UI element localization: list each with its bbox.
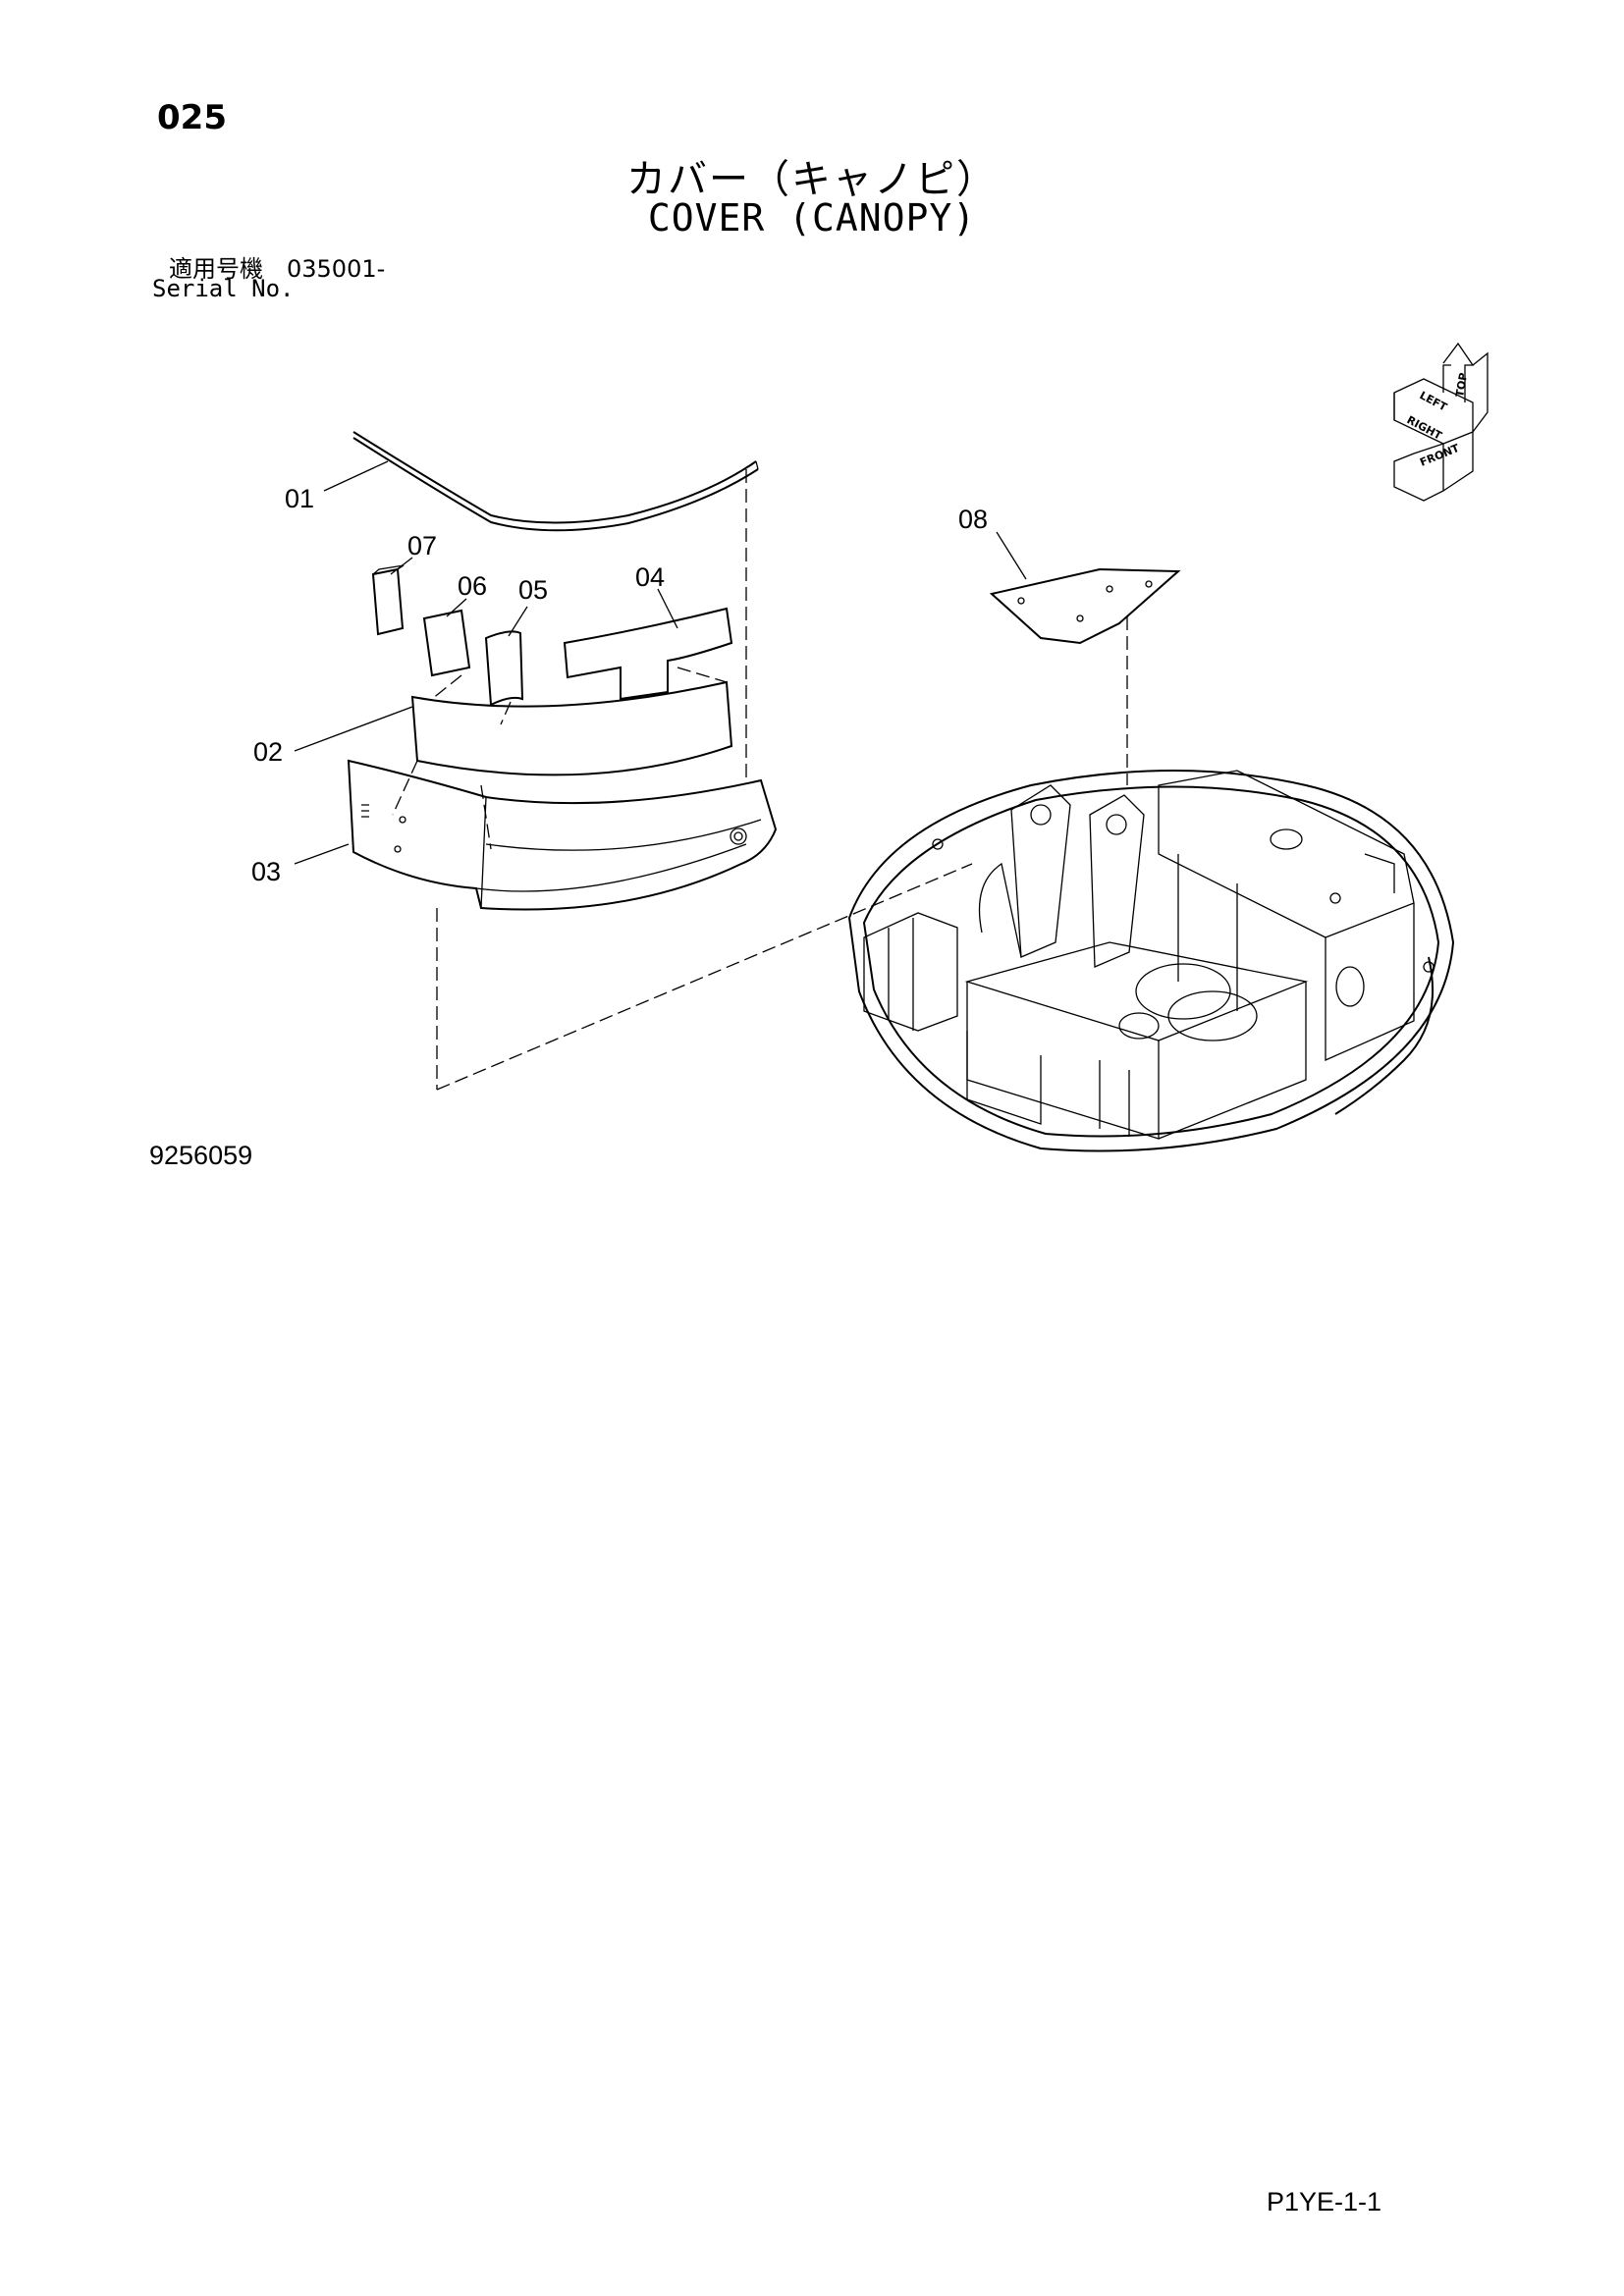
callouts: 01 02 03 04 05 06 07 08 bbox=[251, 460, 1027, 886]
serial-range-japanese: 適用号機 035001- bbox=[169, 255, 386, 283]
part-07-pad bbox=[371, 564, 405, 636]
title-japanese: カバー（キャノピ） bbox=[626, 157, 998, 202]
callout-05: 05 bbox=[518, 575, 548, 605]
part-01-seal-strip bbox=[352, 431, 759, 532]
orientation-top-label: TOP bbox=[1453, 372, 1470, 399]
orientation-indicator: TOP LEFT RIGHT FRONT bbox=[1393, 342, 1489, 502]
callout-08: 08 bbox=[958, 505, 988, 534]
serial-label: Serial No. bbox=[152, 275, 295, 302]
callout-01: 01 bbox=[285, 484, 314, 513]
callout-03: 03 bbox=[251, 857, 281, 886]
part-08-plate bbox=[989, 567, 1181, 785]
callout-06: 06 bbox=[458, 571, 487, 601]
orientation-front-label: FRONT bbox=[1418, 442, 1461, 469]
callout-07: 07 bbox=[407, 531, 437, 561]
part-05-pad bbox=[484, 630, 524, 707]
page-code: P1YE-1-1 bbox=[1267, 2187, 1382, 2216]
assembly-guide-lines-left bbox=[392, 469, 973, 1091]
part-02-curved-panel bbox=[410, 680, 733, 776]
part-03-outer-cover bbox=[347, 759, 778, 911]
upper-frame-assembly bbox=[847, 770, 1455, 1152]
callout-02: 02 bbox=[253, 737, 283, 767]
orientation-left-label: LEFT bbox=[1418, 389, 1450, 414]
callout-04: 04 bbox=[635, 562, 665, 592]
part-06-pad bbox=[422, 609, 471, 677]
figure-number: 9256059 bbox=[149, 1141, 253, 1170]
title-english: COVER (CANOPY) bbox=[647, 196, 977, 240]
page-number: 025 bbox=[157, 98, 227, 137]
part-04-cover-plate bbox=[563, 607, 733, 701]
